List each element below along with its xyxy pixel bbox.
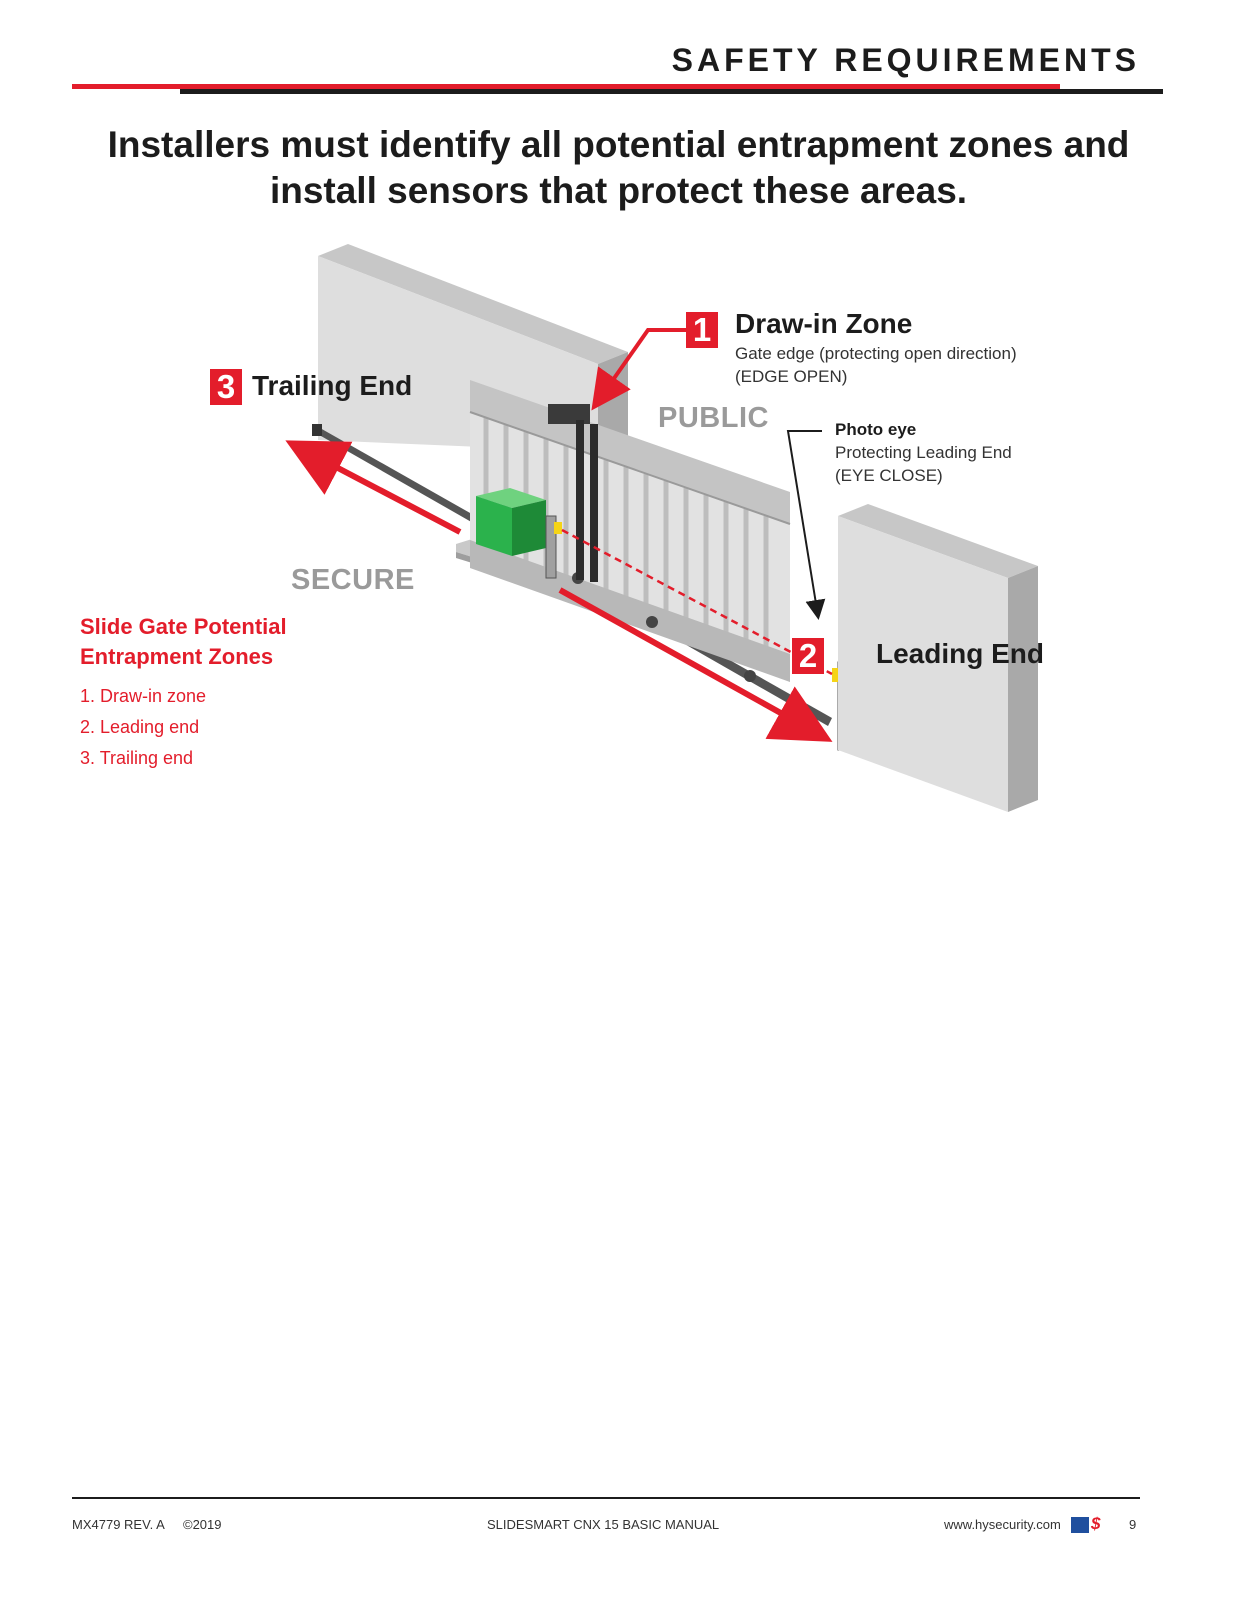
callout-1-badge: 1 xyxy=(686,312,718,348)
callout-draw-in-title: Draw-in Zone xyxy=(735,308,913,339)
footer-website: www.hysecurity.com xyxy=(944,1517,1061,1532)
header-rule-red xyxy=(72,84,1060,89)
legend-item: 2. Leading end xyxy=(80,717,200,737)
footer-rule xyxy=(72,1497,1140,1499)
nice-logo-icon xyxy=(1071,1517,1089,1533)
travel-arrows xyxy=(285,440,833,742)
footer-page-number: 9 xyxy=(1129,1517,1137,1532)
footer-manual-title: SLIDESMART CNX 15 BASIC MANUAL xyxy=(487,1517,720,1532)
callout-3-badge: 3 xyxy=(210,369,242,405)
photo-eye-leader xyxy=(786,430,826,620)
page-headline: Installers must identify all potential e… xyxy=(107,124,1130,211)
footer-doc-rev: MX4779 REV. A xyxy=(72,1517,165,1532)
legend-title: Slide Gate Potential Entrapment Zones xyxy=(80,614,287,669)
draw-in-leader xyxy=(591,328,686,411)
operator-box xyxy=(476,488,546,556)
footer-copyright: ©2019 xyxy=(183,1517,222,1532)
photo-eye-line1: Protecting Leading End xyxy=(835,443,1012,462)
legend-item: 1. Draw-in zone xyxy=(80,686,207,706)
callout-draw-in-line1: Gate edge (protecting open direction) xyxy=(735,344,1017,363)
public-zone-label: PUBLIC xyxy=(658,402,769,434)
right-wall xyxy=(838,504,1038,812)
hysecurity-logo-icon: $ xyxy=(1091,1514,1101,1533)
legend-list: 1. Draw-in zone 2. Leading end 3. Traili… xyxy=(80,686,206,779)
header-rule-black xyxy=(180,89,1163,94)
legend-item: 3. Trailing end xyxy=(80,748,194,768)
photo-eye-line2: (EYE CLOSE) xyxy=(835,466,943,485)
callout-draw-in-line2: (EDGE OPEN) xyxy=(735,367,848,386)
slide-gate-illustration xyxy=(285,244,1038,812)
callout-trailing-title: Trailing End xyxy=(252,370,413,401)
callout-leading-title: Leading End xyxy=(876,638,1044,669)
callout-2-badge: 2 xyxy=(792,638,824,674)
photo-eye-title: Photo eye xyxy=(835,420,917,439)
secure-zone-label: SECURE xyxy=(291,564,415,596)
section-title: SAFETY REQUIREMENTS xyxy=(671,42,1140,78)
